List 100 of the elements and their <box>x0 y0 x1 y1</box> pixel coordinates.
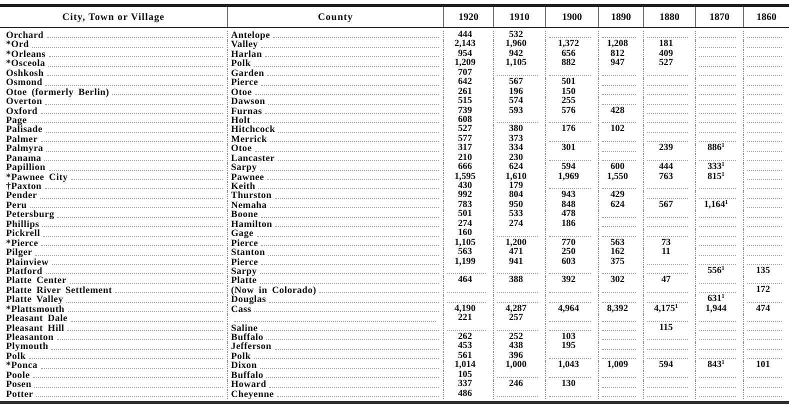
population-value: 375 <box>610 258 625 267</box>
column-header: City, Town or Village <box>62 12 165 22</box>
place-name: *Pawnee City <box>6 172 68 182</box>
population-value: 444 <box>458 31 472 40</box>
county-name: Sarpy <box>231 163 258 173</box>
population-value: 172 <box>756 286 770 296</box>
population-value: 1,208 <box>606 40 628 50</box>
population-value: 1,014 <box>454 361 476 370</box>
place-name: Panama <box>6 154 42 164</box>
place-name: Pickrell <box>6 229 40 239</box>
population-value: 429 <box>610 191 625 200</box>
county-name: Boone <box>231 210 258 220</box>
population-value: 478 <box>561 210 576 220</box>
population-value: 624 <box>610 200 625 210</box>
population-value: 388 <box>508 276 524 286</box>
population-value: 501 <box>561 78 576 88</box>
place-name: Petersburg <box>6 210 54 220</box>
population-value: 221 <box>458 314 472 324</box>
population-value: 1,105 <box>454 238 476 248</box>
county-name: Douglas <box>231 295 266 305</box>
population-value: 135 <box>756 266 770 276</box>
population-value: 577 <box>458 134 472 144</box>
population-value: 250 <box>561 248 576 258</box>
place-name: Plainview <box>6 258 49 267</box>
place-name: Pleasanton <box>6 333 54 342</box>
county-name: Dixon <box>231 361 258 371</box>
population-value: 804 <box>508 191 524 200</box>
place-name: *Osceola <box>6 59 46 69</box>
population-value: 950 <box>508 200 524 210</box>
population-value: 501 <box>458 210 472 220</box>
population-value: 262 <box>458 333 472 342</box>
population-value: 428 <box>610 106 625 116</box>
county-name: Polk <box>231 59 251 69</box>
population-value: 181 <box>658 40 674 50</box>
place-name: Posen <box>6 380 32 390</box>
population-value: 783 <box>458 200 472 210</box>
county-name: Nemaha <box>231 200 267 210</box>
population-value: 812 <box>610 50 625 59</box>
county-name: Pawnee <box>231 172 264 182</box>
population-value: 1,969 <box>558 172 580 182</box>
population-value: 1,199 <box>454 258 476 267</box>
county-name: Holt <box>231 116 250 126</box>
population-value: 941 <box>508 258 524 267</box>
population-value: 471 <box>508 248 524 258</box>
county-name: Furnas <box>231 106 262 116</box>
county-name: Buffalo <box>231 333 264 342</box>
population-value: 380 <box>508 125 524 134</box>
population-value: 527 <box>658 59 674 69</box>
place-name: Oshkosh <box>6 68 44 78</box>
place-name: Oxford <box>6 106 38 116</box>
population-value: 274 <box>508 220 524 230</box>
population-value: 186 <box>561 220 576 230</box>
county-name: Saline <box>231 324 258 333</box>
county-name: Sarpy <box>231 266 258 276</box>
population-value: 1,200 <box>505 238 527 248</box>
population-value: 603 <box>561 258 576 267</box>
population-value: 301 <box>561 144 576 154</box>
population-value: 179 <box>508 182 524 192</box>
population-value: 942 <box>508 50 524 59</box>
population-value: 160 <box>458 229 472 238</box>
place-name: †Paxton <box>6 182 42 192</box>
place-name: Palisade <box>6 125 43 135</box>
population-value: 430 <box>458 182 472 192</box>
column-header: County <box>318 12 354 22</box>
population-value: 882 <box>561 59 576 69</box>
county-name: Pierce <box>231 258 258 267</box>
population-value: 105 <box>458 370 472 380</box>
population-value: 4,175$^{1}$ <box>654 304 678 314</box>
population-value: 574 <box>508 97 524 106</box>
place-name: Osmond <box>6 78 42 88</box>
population-value: 409 <box>658 50 674 59</box>
population-value: 4,190 <box>454 304 476 314</box>
population-value: 532 <box>508 31 524 40</box>
county-name: Lancaster <box>231 154 275 164</box>
population-value: 1,105 <box>505 59 527 69</box>
population-value: 608 <box>458 116 472 125</box>
population-value: 1,164$^{1}$ <box>704 200 728 210</box>
place-name: Papillion <box>6 163 46 173</box>
place-name: Platford <box>6 266 43 276</box>
population-value: 47 <box>661 276 671 286</box>
county-name: Pierce <box>231 238 258 248</box>
population-value: 453 <box>458 342 472 352</box>
place-name: Plymouth <box>6 342 48 352</box>
population-value: 274 <box>458 220 472 229</box>
population-value: 317 <box>458 144 472 154</box>
population-value: 239 <box>658 144 674 154</box>
population-value: 474 <box>756 304 770 314</box>
population-value: 11 <box>662 248 670 258</box>
place-name: Pleasant Dale <box>6 314 68 324</box>
place-name: Polk <box>6 352 26 362</box>
population-value: 527 <box>458 125 472 134</box>
population-value: 567 <box>508 78 524 88</box>
place-name: *Ord <box>6 40 30 50</box>
population-value: 563 <box>458 248 472 258</box>
population-value: 73 <box>661 238 671 248</box>
county-name: Otoe <box>231 144 252 154</box>
population-value: 707 <box>458 68 472 78</box>
county-name: Stanton <box>231 248 266 258</box>
population-value: 230 <box>508 154 524 163</box>
place-name: *Ponca <box>6 361 38 371</box>
